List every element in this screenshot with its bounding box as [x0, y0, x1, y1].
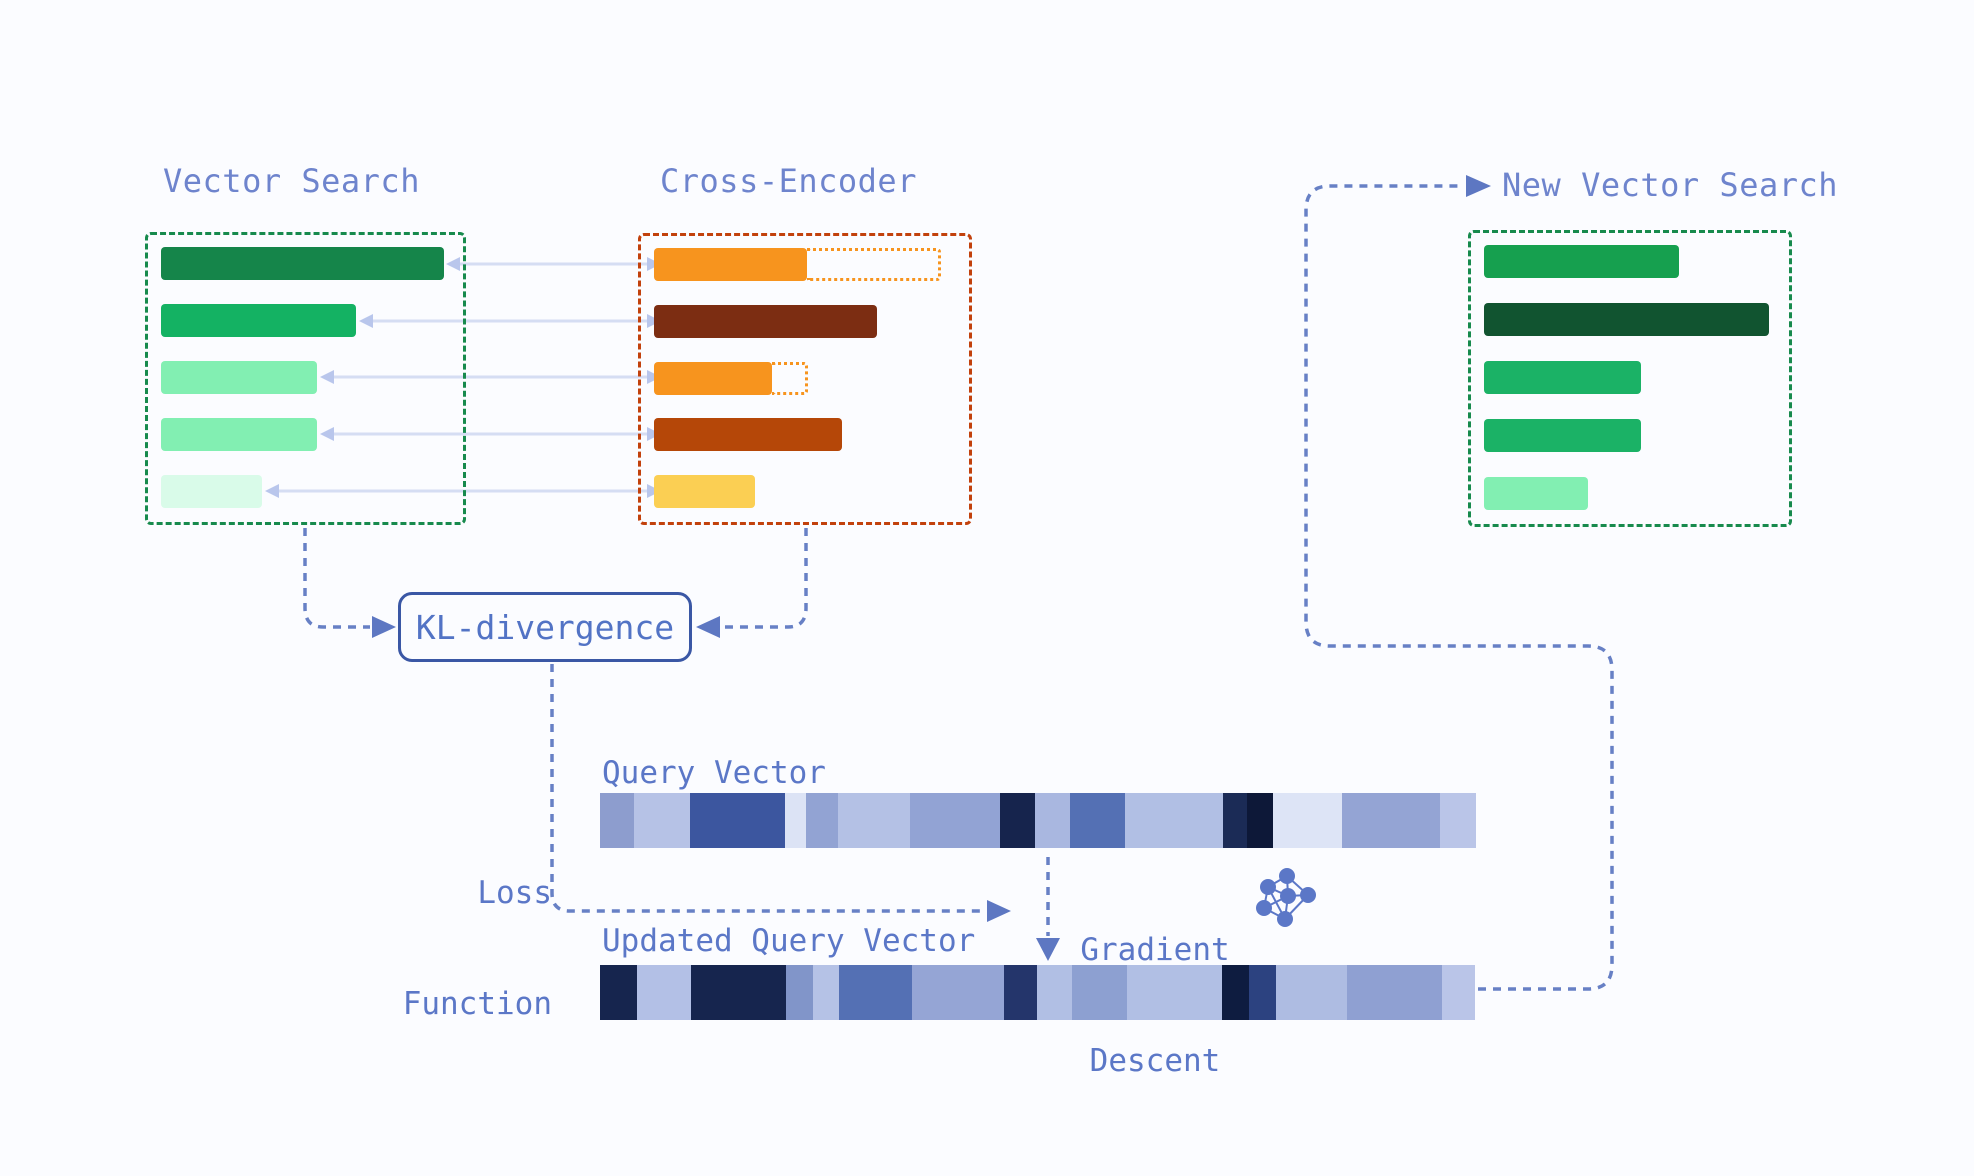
new-vector-search-title: New Vector Search [1502, 166, 1839, 204]
left-arrow-icon [446, 257, 460, 271]
embedding-cell [1000, 793, 1035, 848]
embedding-cell [1072, 965, 1127, 1020]
new-vector-search-result-bar [1484, 361, 1641, 394]
gradient-label-line2: Descent [1089, 1043, 1221, 1079]
embedding-cell [600, 793, 634, 848]
arrowhead-right-icon [372, 616, 396, 638]
vector-search-box [145, 232, 466, 525]
kl-divergence-box: KL-divergence [398, 592, 692, 662]
embedding-cell [600, 965, 637, 1020]
embedding-cell [1070, 793, 1125, 848]
arrowhead-left-icon [696, 616, 720, 638]
embedding-cell [691, 965, 786, 1020]
cross-encoder-result-bar [654, 418, 842, 452]
embedding-cell [785, 793, 806, 848]
cross-encoder-result-bar [654, 475, 755, 508]
ce-to-kl-connector [722, 528, 808, 629]
gradient-descent-label: Gradient Descent [1060, 858, 1250, 1154]
embedding-cell [1440, 793, 1476, 848]
vector-search-result-bar [161, 475, 262, 508]
new-vector-search-result-bar [1484, 419, 1641, 452]
embedding-cell [813, 965, 839, 1020]
cross-encoder-box [638, 233, 972, 525]
vector-search-title: Vector Search [163, 162, 420, 200]
embedding-cell [634, 793, 690, 848]
embedding-cell [838, 793, 910, 848]
gradient-label-line1: Gradient [1080, 932, 1230, 968]
embedding-cell [690, 793, 785, 848]
embedding-cell [786, 965, 813, 1020]
left-arrow-icon [320, 370, 334, 384]
embedding-cell [1222, 965, 1249, 1020]
cross-encoder-result-bar [654, 248, 941, 281]
embedding-cell [1442, 965, 1475, 1020]
arrowhead-right-icon [1466, 175, 1491, 197]
updated-query-vector-label: Updated Query Vector [602, 923, 976, 959]
embedding-cell [910, 793, 1000, 848]
dotted-extension [807, 248, 941, 281]
new-vector-search-box [1468, 230, 1792, 527]
embedding-cell [1127, 965, 1222, 1020]
embedding-cell [1035, 793, 1070, 848]
embedding-cell [1342, 793, 1440, 848]
new-vector-search-result-bar [1484, 245, 1679, 278]
arrowhead-down-icon [1036, 938, 1060, 961]
vs-to-kl-connector [303, 528, 370, 629]
vector-search-result-bar [161, 247, 444, 280]
left-arrow-icon [359, 314, 373, 328]
vector-search-result-bar [161, 418, 317, 451]
new-vector-search-result-bar [1484, 303, 1769, 336]
embedding-cell [839, 965, 912, 1020]
embedding-cell [1223, 793, 1247, 848]
dotted-extension [772, 361, 808, 395]
kl-divergence-label: KL-divergence [415, 607, 675, 647]
query-vector-label: Query Vector [602, 755, 826, 791]
loss-label-line1: Loss [477, 875, 552, 911]
embedding-cell [1004, 965, 1037, 1020]
embedding-cell [912, 965, 1004, 1020]
vector-search-result-bar [161, 304, 356, 337]
embedding-cell [1037, 965, 1072, 1020]
embedding-cell [1276, 965, 1347, 1020]
embedding-cell [1273, 793, 1342, 848]
cross-encoder-result-bar [654, 361, 808, 395]
query-vector-strip [600, 793, 1476, 848]
neural-network-icon [1256, 868, 1316, 927]
loss-label-line2: Function [402, 986, 552, 1022]
loss-function-label: Loss Function [360, 801, 552, 1097]
updated-query-vector-strip [600, 965, 1475, 1020]
updated-to-new-search-connector [1304, 184, 1614, 991]
embedding-cell [637, 965, 691, 1020]
left-arrow-icon [320, 427, 334, 441]
embedding-cell [1249, 965, 1276, 1020]
cross-encoder-title: Cross-Encoder [660, 162, 917, 200]
kl-to-gradient-connector [550, 664, 985, 913]
new-vector-search-result-bar [1484, 477, 1588, 510]
embedding-cell [1125, 793, 1223, 848]
arrowhead-right-icon [987, 900, 1011, 922]
embedding-cell [1247, 793, 1273, 848]
left-arrow-icon [265, 484, 279, 498]
cross-encoder-result-bar [654, 304, 877, 338]
embedding-cell [1347, 965, 1442, 1020]
vector-search-result-bar [161, 361, 317, 394]
embedding-cell [806, 793, 838, 848]
